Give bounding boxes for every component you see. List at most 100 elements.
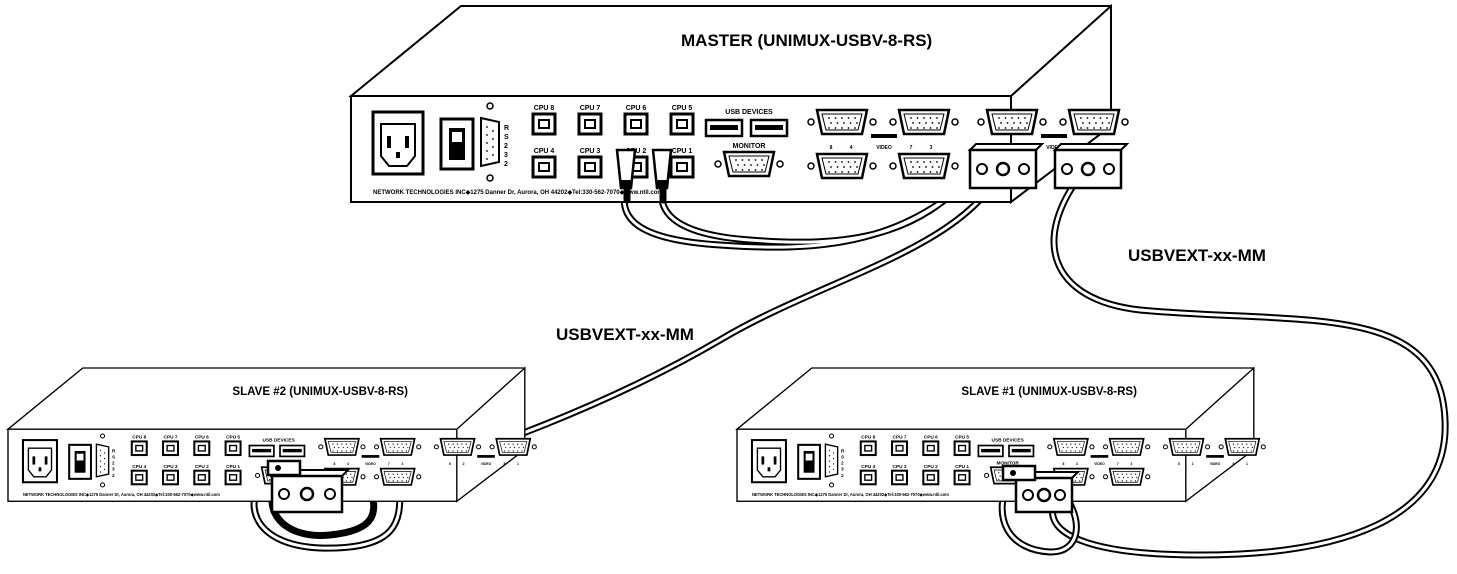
- db15-pin: [1087, 117, 1089, 119]
- video-port-number: 2: [1192, 462, 1194, 466]
- rs232-label-char: 2: [112, 473, 115, 479]
- db15-pin: [1018, 127, 1020, 129]
- rs232-pin: [486, 126, 488, 128]
- screw-icon: [487, 175, 493, 181]
- usb-b-port-cpu-bottom: [533, 157, 555, 177]
- db15-pin: [763, 164, 765, 166]
- db15-pin: [850, 122, 852, 124]
- dongle-screw-icon: [1062, 164, 1072, 174]
- usb-a-port-tongue: [981, 449, 1000, 452]
- rs232-pin: [100, 471, 101, 472]
- db15-pin: [856, 166, 858, 168]
- rs232-label-char: S: [504, 134, 509, 141]
- screw-icon: [375, 445, 379, 449]
- cpu-label-top: CPU 7: [580, 105, 601, 112]
- db15-pin: [448, 450, 449, 451]
- db15-pin: [351, 447, 352, 448]
- usb-b-port-cpu-bottom: [955, 471, 970, 485]
- db15-pin: [1117, 473, 1118, 474]
- cpu-label-top: CPU 5: [955, 435, 969, 441]
- cpu-label-bottom: CPU 4: [132, 464, 146, 470]
- screw-icon: [1048, 445, 1052, 449]
- dongle-screw-icon: [1023, 490, 1033, 500]
- usb-b-port-slot: [198, 446, 205, 451]
- screw-icon: [1090, 475, 1094, 479]
- screw-icon: [1146, 445, 1150, 449]
- db15-pin: [936, 117, 938, 119]
- db15-pin: [454, 447, 455, 448]
- db15-pin: [1075, 444, 1076, 445]
- usb-devices-label: USB DEVICES: [725, 109, 773, 116]
- db15-pin: [398, 447, 399, 448]
- db15-pin: [919, 166, 921, 168]
- rs232-pin: [104, 458, 105, 459]
- db15-pin: [854, 127, 856, 129]
- db15-pin: [923, 171, 925, 173]
- usb-b-port-cpu-top: [194, 441, 209, 455]
- cpu-label-bottom: CPU 3: [164, 464, 178, 470]
- db15-pin: [457, 450, 458, 451]
- db15-pin: [406, 444, 407, 445]
- db15-pin: [466, 450, 467, 451]
- db15-pin: [1117, 444, 1118, 445]
- rs232-pin: [829, 450, 830, 451]
- db15-pin: [337, 450, 338, 451]
- power-inlet-socket: [757, 448, 780, 477]
- db15-pin: [1000, 122, 1002, 124]
- cable-label-center: USBVEXT-xx-MM: [556, 325, 694, 344]
- db15-pin: [930, 127, 932, 129]
- db15-pin: [1106, 117, 1108, 119]
- db15-pin: [835, 117, 837, 119]
- db15-pin: [932, 166, 934, 168]
- db15-pin: [757, 164, 759, 166]
- db15-pin: [998, 479, 999, 480]
- power-pin: [761, 456, 764, 464]
- db15-pin: [841, 161, 843, 163]
- db15-pin: [504, 450, 505, 451]
- video-port-number: 4: [347, 462, 349, 466]
- db15-pin: [930, 161, 932, 163]
- video-port-number: 7: [388, 462, 390, 466]
- usb-b-port-cpu-top: [861, 441, 876, 455]
- db15-pin: [1024, 117, 1026, 119]
- db15-pin: [761, 169, 763, 171]
- db15-pin: [742, 159, 744, 161]
- unit-footer-text: NETWORK TECHNOLOGIES INC◆1275 Danner Dr,…: [752, 492, 949, 497]
- screw-icon: [1122, 119, 1128, 125]
- db15-pin: [1076, 447, 1077, 448]
- db15-pin: [1122, 473, 1123, 474]
- rs232-pin: [492, 130, 494, 132]
- db15-pin: [1070, 444, 1071, 445]
- db15-pin: [932, 122, 934, 124]
- screw-icon: [1146, 475, 1150, 479]
- db15-pin: [830, 122, 832, 124]
- usb-b-port-cpu-top: [625, 114, 647, 134]
- db15-pin: [1242, 444, 1243, 445]
- screw-icon: [1163, 445, 1167, 449]
- db15-pin: [1080, 117, 1082, 119]
- screw-icon: [100, 483, 104, 487]
- usb-plug-cap: [620, 180, 632, 188]
- cpu-label-top: CPU 6: [626, 105, 647, 112]
- usb-b-port-slot: [230, 446, 237, 451]
- db15-pin: [917, 161, 919, 163]
- cpu-label-top: CPU 7: [893, 435, 907, 441]
- db15-pin: [828, 127, 830, 129]
- db15-pin: [1000, 476, 1001, 477]
- usb-a-port-tongue: [1012, 449, 1031, 452]
- db15-pin: [1117, 450, 1118, 451]
- screw-icon: [361, 445, 365, 449]
- db15-pin: [1093, 127, 1095, 129]
- usb-b-port-slot: [585, 163, 595, 171]
- db15-pin: [910, 117, 912, 119]
- power-switch-mark: [77, 454, 84, 461]
- usb-plug-cap: [656, 180, 668, 188]
- db15-pin: [1233, 450, 1234, 451]
- db15-pin: [338, 447, 339, 448]
- screw-icon: [1219, 445, 1223, 449]
- dongle-screw-icon: [1055, 490, 1065, 500]
- video-link-bar: [1041, 134, 1067, 138]
- screw-icon: [319, 445, 323, 449]
- slave2-video-dongle: [272, 470, 348, 512]
- rs232-label-char: R: [504, 125, 509, 132]
